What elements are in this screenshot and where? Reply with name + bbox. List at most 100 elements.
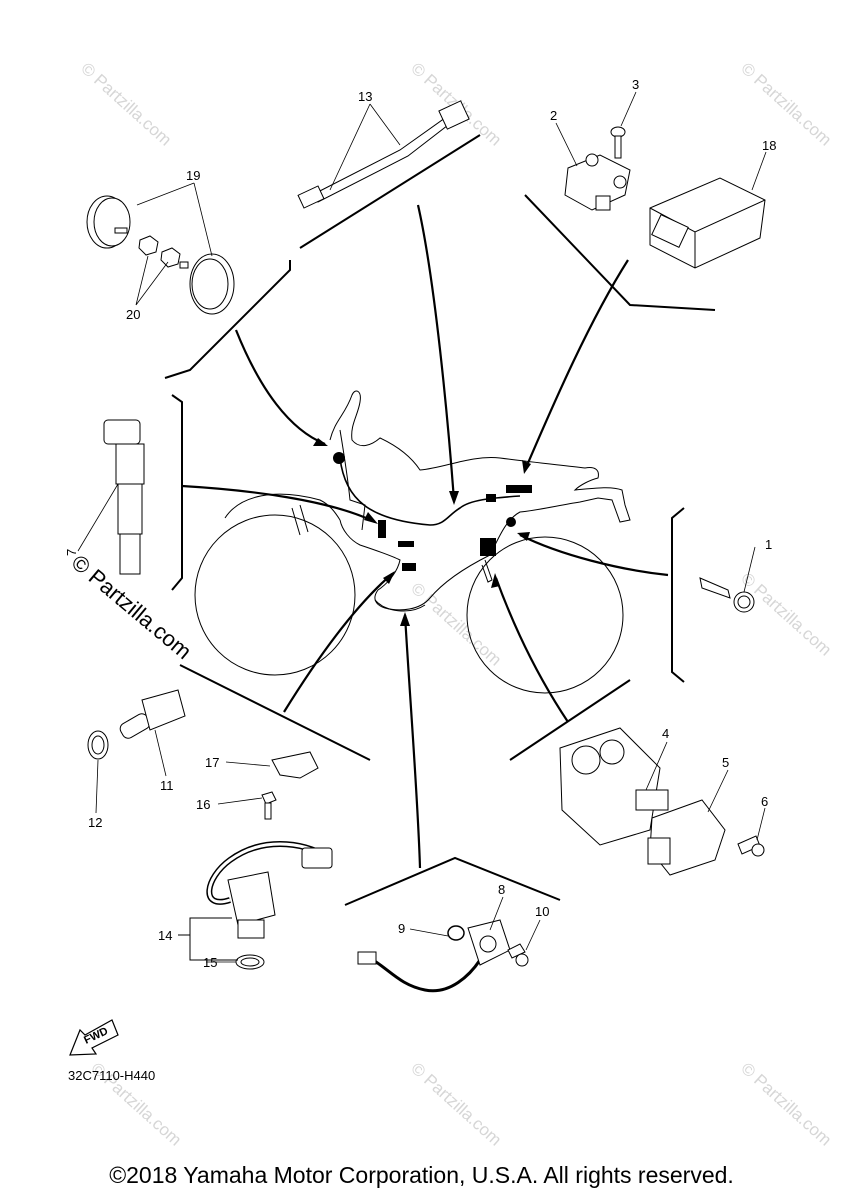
fork-tube	[291, 504, 309, 536]
callout-16: 16	[196, 797, 210, 812]
arrow-temp-sensor	[283, 573, 393, 713]
part-1-switch	[699, 577, 755, 613]
crank-sensor-on-bike	[398, 541, 414, 547]
watermark-3: © Partzilla.com	[737, 59, 835, 150]
part-6-screw	[737, 835, 765, 857]
ignition-coil-on-bike	[378, 520, 386, 538]
bracket-reflectors	[164, 260, 291, 379]
arrowhead-temp-sensor	[383, 571, 395, 584]
callout-7: 7	[64, 549, 79, 556]
callout-2: 2	[550, 108, 557, 123]
watermark-8: © Partzilla.com	[737, 1059, 835, 1150]
callout-18: 18	[762, 138, 776, 153]
bike-mounted-parts	[333, 452, 532, 571]
arrow-coil	[181, 484, 376, 523]
part-11-temp-sensor	[119, 689, 186, 739]
engine-lower	[374, 599, 426, 612]
part-20-nuts	[138, 235, 181, 268]
callout-6: 6	[761, 794, 768, 809]
temp-sensor-on-bike	[402, 563, 416, 571]
part-19-reflector-left	[86, 195, 131, 249]
watermark-1: © Partzilla.com	[77, 59, 175, 150]
part-10-bolt	[507, 943, 529, 967]
callout-1: 1	[765, 537, 772, 552]
sensor-block-on-bike	[480, 538, 496, 556]
front-fender	[224, 493, 341, 521]
reflector-mount-dot	[333, 452, 345, 464]
part-13-lead-wire	[297, 100, 470, 209]
callout-10: 10	[535, 904, 549, 919]
part-4-throttle-body	[559, 727, 669, 846]
bracket-14-15	[178, 917, 238, 961]
arrow-throttle	[494, 577, 569, 723]
callout-11: 11	[160, 778, 174, 793]
wiring-harness	[339, 457, 521, 526]
part-12-gasket	[87, 730, 109, 760]
group-brackets	[164, 134, 716, 906]
part-18-ecu	[649, 177, 766, 269]
fwd-arrow-icon: FWD	[69, 1019, 119, 1056]
callout-numbers: 1 2 3 4 5 6 7 8 9 10 11 12 13 14 15 16 1…	[64, 77, 776, 970]
callout-leaders	[77, 91, 767, 963]
copyright-notice: ©2018 Yamaha Motor Corporation, U.S.A. A…	[109, 1162, 734, 1188]
callout-3: 3	[632, 77, 639, 92]
part-15-o-ring	[235, 954, 265, 970]
frame-body	[329, 390, 631, 611]
harness-connector-on-bike	[506, 485, 532, 493]
leader-arrows	[181, 204, 669, 869]
part-19-reflector-right	[179, 253, 235, 315]
callout-19: 19	[186, 168, 200, 183]
part-14-crank-sensor	[206, 841, 333, 939]
watermark-5: © Partzilla.com	[737, 569, 835, 660]
motorcycle-outline	[194, 390, 631, 694]
callout-13: 13	[358, 89, 372, 104]
bracket-speed-sensor	[344, 856, 561, 906]
arrowhead-coil	[364, 512, 378, 524]
ecu-mount-dot	[506, 517, 516, 527]
swingarm	[481, 559, 493, 583]
callout-20: 20	[126, 307, 140, 322]
part-7-ignition-coil	[103, 419, 145, 575]
arrow-reflector	[234, 329, 326, 446]
radiator-shroud	[339, 429, 366, 531]
part-3-screw	[610, 126, 626, 159]
part-8-speed-sensor	[357, 919, 511, 993]
callout-12: 12	[88, 815, 102, 830]
bracket-ecu	[524, 194, 716, 311]
callout-9: 9	[398, 921, 405, 936]
arrow-ecu	[523, 259, 629, 471]
arrowhead-ecu	[522, 460, 531, 474]
watermark-4: © Partzilla.com	[407, 579, 505, 670]
callout-8: 8	[498, 882, 505, 897]
part-16-bolt	[261, 791, 277, 820]
arrow-harness	[416, 204, 456, 501]
bracket-harness	[299, 134, 481, 249]
part-9-o-ring	[447, 925, 465, 941]
callout-15: 15	[203, 955, 217, 970]
part-17-clamp	[271, 751, 319, 779]
arrowhead-speed-sensor	[400, 612, 410, 626]
diagram-code: 32C7110-H440	[68, 1068, 156, 1083]
arrowhead-throttle	[491, 573, 500, 588]
part-2-sensor	[564, 153, 631, 211]
callout-14: 14	[158, 928, 172, 943]
bracket-throttle	[509, 679, 631, 761]
arrow-heads	[313, 438, 531, 626]
part-5-cover	[647, 799, 726, 876]
front-wheel	[194, 514, 356, 676]
bracket-coil	[171, 394, 183, 591]
callout-4: 4	[662, 726, 669, 741]
arrowhead-neutral-switch	[517, 532, 530, 541]
relay-on-bike	[486, 494, 496, 502]
rear-wheel	[466, 536, 624, 694]
callout-17: 17	[205, 755, 219, 770]
arrowhead-harness	[449, 491, 459, 505]
bracket-temp-sensor	[179, 664, 371, 761]
arrowhead-reflector	[313, 438, 328, 446]
watermark-7: © Partzilla.com	[407, 1059, 505, 1150]
callout-5: 5	[722, 755, 729, 770]
bracket-neutral-switch	[671, 507, 685, 683]
arrow-neutral-switch	[519, 534, 669, 577]
arrow-speed-sensor	[403, 614, 422, 869]
